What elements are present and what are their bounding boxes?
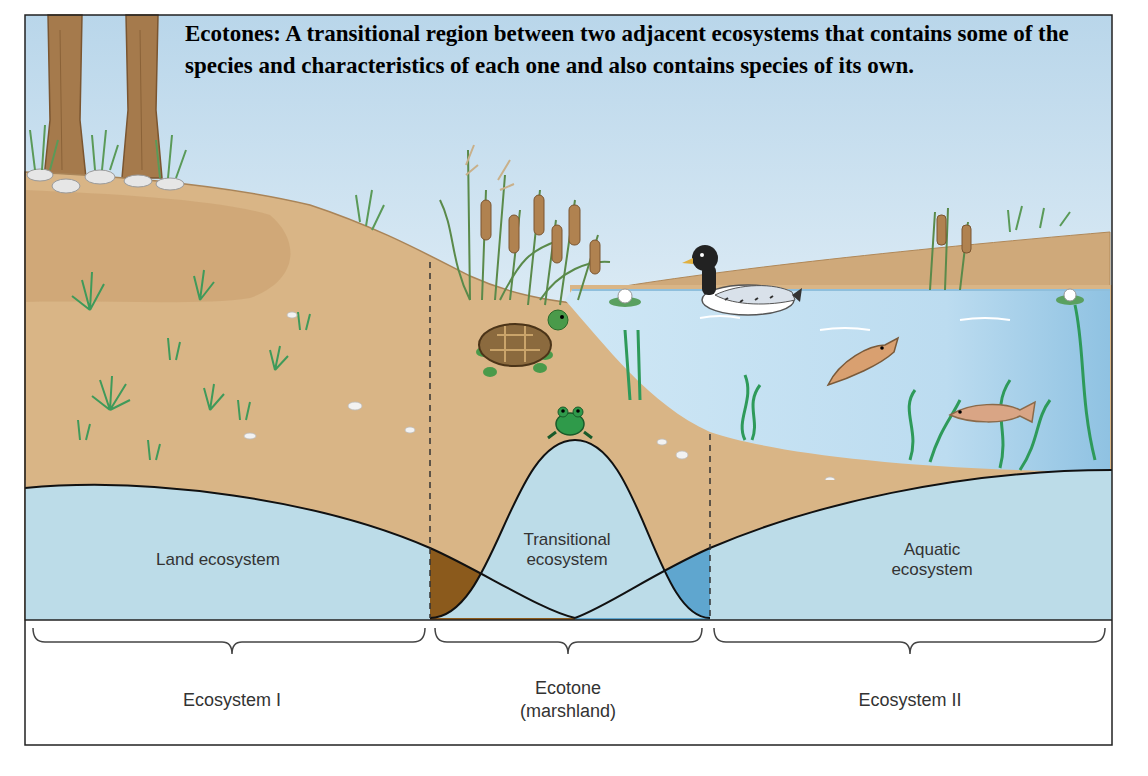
ecosystem-region: Land ecosystem [148,548,288,572]
bracket-label: Ecosystem I [122,689,342,712]
bracket-label: Ecosystem II [800,689,1020,712]
region-label: Transitional ecosystem [509,530,625,570]
title-text: Ecotones: A transitional region between … [185,18,1100,82]
region-label: Aquatic ecosystem [861,540,1003,580]
bracket-label: Ecotone (marshland) [503,677,633,723]
region-label: Land ecosystem [152,550,284,570]
ecosystem-region: Aquatic ecosystem [857,538,1007,582]
ecosystem-region: Transitional ecosystem [505,528,629,572]
